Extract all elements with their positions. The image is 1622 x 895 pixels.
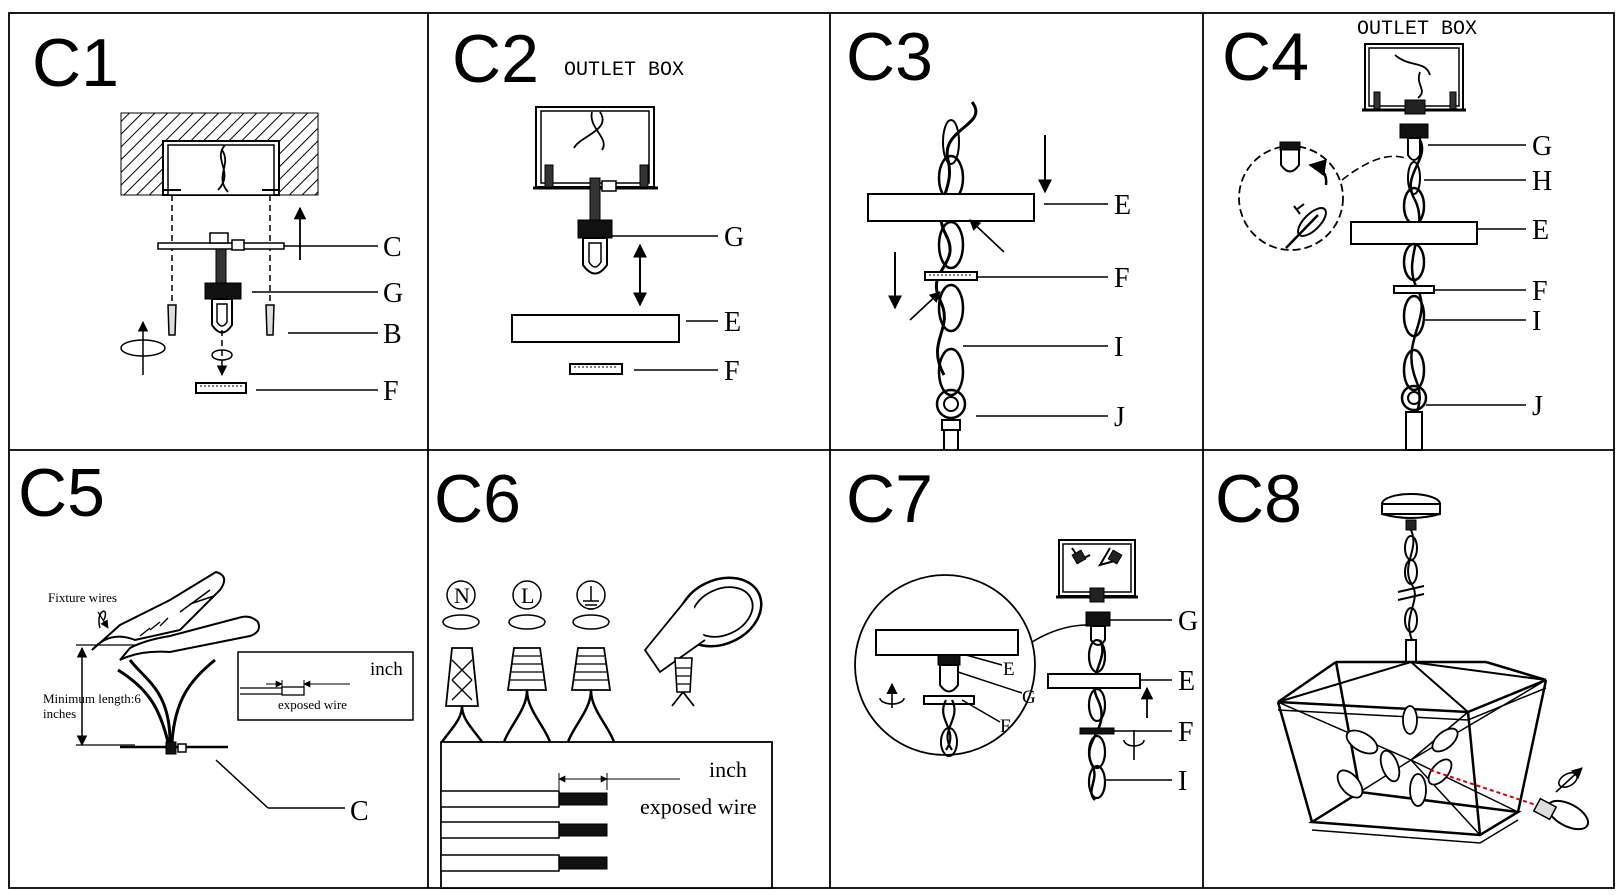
step-label: C1 xyxy=(32,25,119,101)
detail-circle xyxy=(1238,141,1406,251)
part-label-f: F xyxy=(383,376,399,407)
part-label-i: I xyxy=(1114,332,1123,363)
callouts xyxy=(957,619,1172,781)
part-label-f: F xyxy=(1532,276,1548,307)
panel-c7: C7 xyxy=(846,461,1198,801)
panel-c3: C3 E F I J xyxy=(846,19,1131,450)
wire-symbols xyxy=(442,580,610,630)
outlet-box xyxy=(1362,43,1466,161)
lantern-chandelier xyxy=(1276,493,1590,844)
part-label-f: F xyxy=(724,356,740,387)
outlet-box-title: OUTLET BOX xyxy=(564,59,684,82)
chain-assembly xyxy=(1047,638,1154,801)
part-label-b: B xyxy=(383,319,402,350)
fixture-wires-label: Fixture wires xyxy=(48,590,117,605)
chain-assembly xyxy=(1350,139,1478,451)
part-label-j: J xyxy=(1532,391,1543,422)
panel-c5: C5 Fixture wires Minimum length:6 inches xyxy=(18,455,414,827)
step-label: C6 xyxy=(434,461,521,537)
min-length-label: Minimum length:6 xyxy=(43,691,141,706)
part-label-g: G xyxy=(1178,606,1198,637)
panel-c1: C1 xyxy=(32,25,403,407)
exposed-wire-label: exposed wire xyxy=(640,794,757,819)
panel-c6: C6 N L xyxy=(434,461,773,889)
panel-c2: C2 OUTLET BOX G E F xyxy=(452,21,744,387)
part-label-e: E xyxy=(1178,666,1195,697)
strip-length-box xyxy=(237,651,414,721)
wire-stripper-illustration xyxy=(76,570,345,809)
part-label-g: G xyxy=(724,222,744,253)
part-label-e: E xyxy=(724,307,741,338)
part-label-g: G xyxy=(383,278,403,309)
panel-c4: C4 OUTLET BOX xyxy=(1222,18,1552,451)
outlet-box-title: OUTLET BOX xyxy=(1357,18,1477,41)
detail-label-e: E xyxy=(1003,659,1015,680)
live-symbol: L xyxy=(521,583,534,608)
step-label: C4 xyxy=(1222,19,1309,95)
panel-c8: C8 xyxy=(1215,461,1590,844)
callouts xyxy=(1424,144,1526,406)
electrical-tape-icon xyxy=(643,576,763,707)
part-label-i: I xyxy=(1178,766,1187,797)
part-label-g: G xyxy=(1532,131,1552,162)
detail-label-f: F xyxy=(1000,716,1011,737)
detail-label-g: G xyxy=(1022,687,1036,708)
ceiling-outlet-box xyxy=(120,112,319,196)
step-label: C8 xyxy=(1215,461,1302,537)
neutral-symbol: N xyxy=(454,583,470,608)
part-label-j: J xyxy=(1114,402,1125,433)
unit-label: inch xyxy=(709,757,747,782)
mounting-plate-assembly xyxy=(120,195,307,394)
part-label-f: F xyxy=(1114,263,1130,294)
part-label-i: I xyxy=(1532,306,1541,337)
callouts xyxy=(963,203,1108,417)
part-label-e: E xyxy=(1114,190,1131,221)
detail-circle xyxy=(854,574,1089,757)
step-label: C5 xyxy=(18,455,105,531)
part-label-f: F xyxy=(1178,717,1194,748)
part-label-h: H xyxy=(1532,166,1552,197)
step-label: C3 xyxy=(846,19,933,95)
part-label-c: C xyxy=(383,232,402,263)
outlet-box xyxy=(511,106,680,375)
min-length-unit: inches xyxy=(43,706,76,721)
outlet-box xyxy=(1056,539,1138,646)
callouts xyxy=(612,235,718,371)
chain-assembly xyxy=(867,101,1052,450)
strip-length-box xyxy=(440,741,773,889)
part-label-e: E xyxy=(1532,215,1549,246)
part-label-c: C xyxy=(350,796,369,827)
exposed-wire-label: exposed wire xyxy=(278,697,347,712)
step-label: C2 xyxy=(452,21,539,97)
callouts xyxy=(252,245,378,391)
wire-nuts xyxy=(440,647,616,743)
unit-label: inch xyxy=(370,659,403,680)
step-label: C7 xyxy=(846,461,933,537)
panel-grid xyxy=(8,12,1615,889)
